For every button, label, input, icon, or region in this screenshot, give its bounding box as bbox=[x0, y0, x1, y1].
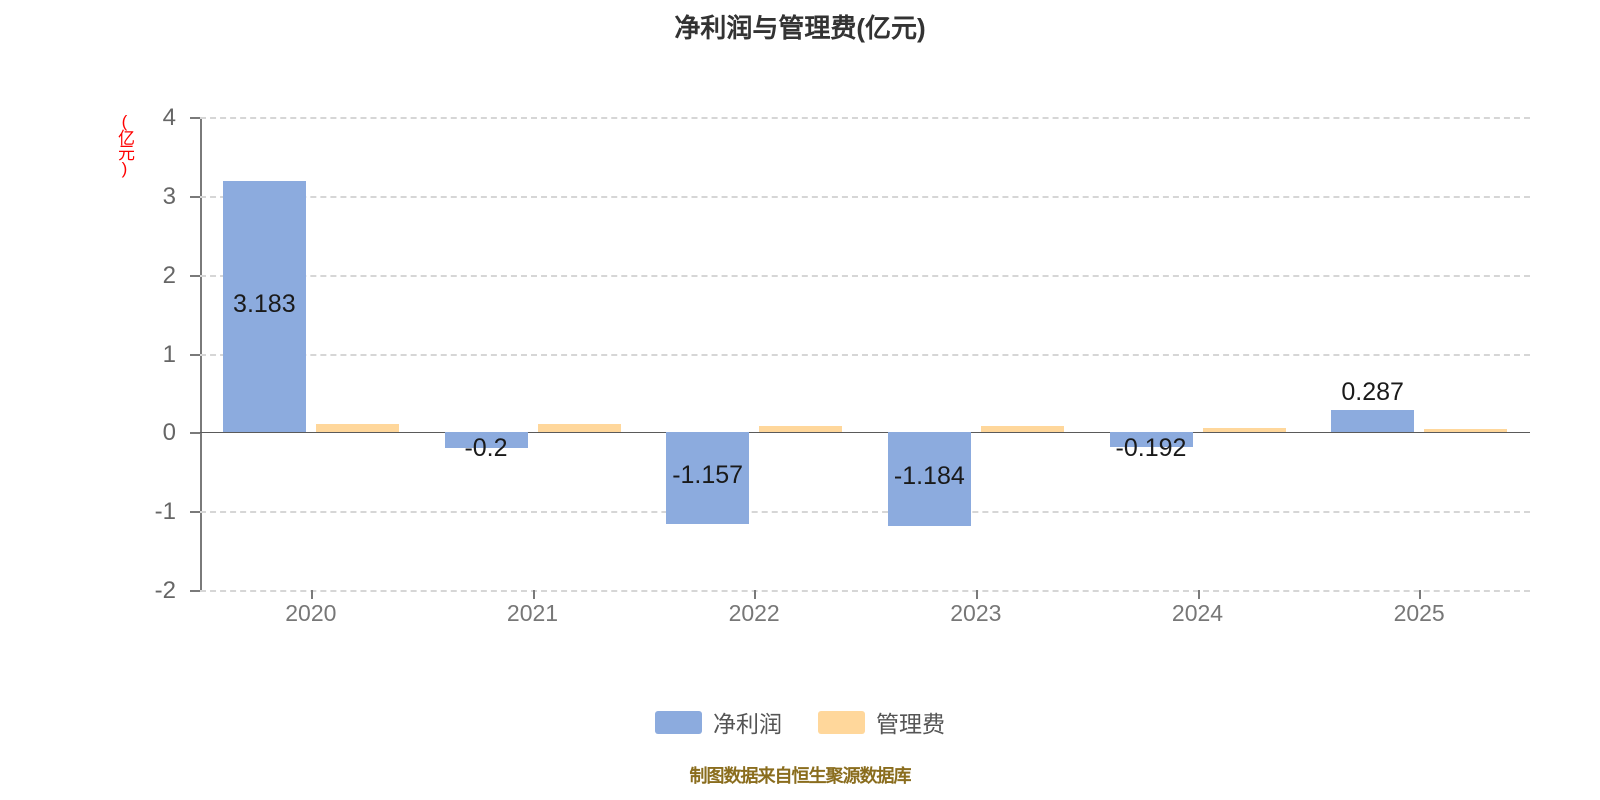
bar-label-profit-2024: -0.192 bbox=[1115, 434, 1187, 463]
x-tick-2020 bbox=[310, 590, 313, 599]
legend-swatch-profit bbox=[655, 710, 702, 734]
bar-expense-2025[interactable] bbox=[1424, 429, 1508, 433]
y-tick-4 bbox=[190, 117, 200, 119]
y-tick-label--2: -2 bbox=[154, 577, 176, 604]
bar-profit-2025[interactable] bbox=[1331, 409, 1415, 433]
legend-swatch-expense bbox=[818, 710, 865, 734]
bar-expense-2023[interactable] bbox=[980, 426, 1064, 433]
bar-label-profit-2023: -1.184 bbox=[893, 462, 965, 490]
x-tick-label-2020: 2020 bbox=[285, 600, 337, 626]
chart-legend: 净利润 管理费 bbox=[0, 705, 1600, 739]
bar-expense-2024[interactable] bbox=[1202, 428, 1286, 433]
gridline--2 bbox=[200, 590, 1530, 592]
y-tick-label-4: 4 bbox=[162, 104, 176, 131]
bar-expense-2020[interactable] bbox=[315, 424, 399, 433]
chart-title: 净利润与管理费(亿元) bbox=[674, 13, 926, 43]
bar-label-profit-2021: -0.2 bbox=[464, 434, 508, 463]
y-tick--2 bbox=[190, 590, 200, 592]
bar-profit-2022[interactable] bbox=[666, 432, 750, 524]
bar-label-profit-2020: 3.183 bbox=[233, 289, 296, 318]
legend-label-expense: 管理费 bbox=[876, 711, 945, 737]
x-tick-2025 bbox=[1419, 590, 1422, 599]
gridline-3 bbox=[200, 195, 1530, 198]
bar-profit-2020[interactable] bbox=[222, 181, 306, 433]
bar-expense-2022[interactable] bbox=[759, 425, 843, 433]
gridline-2 bbox=[200, 274, 1530, 277]
gridline--1 bbox=[200, 511, 1530, 514]
x-tick-label-2024: 2024 bbox=[1171, 600, 1224, 626]
legend-item-profit[interactable]: 净利润 bbox=[655, 705, 782, 739]
x-tick-label-2022: 2022 bbox=[728, 600, 780, 626]
y-tick-label-0: 0 bbox=[162, 419, 176, 447]
x-tick-2024 bbox=[1197, 590, 1200, 599]
y-tick-label-2: 2 bbox=[162, 261, 176, 289]
x-tick-2022 bbox=[754, 590, 757, 599]
legend-item-expense[interactable]: 管理费 bbox=[818, 705, 945, 739]
y-tick-0 bbox=[190, 432, 200, 435]
x-tick-label-2025: 2025 bbox=[1393, 600, 1445, 626]
bar-profit-2024[interactable] bbox=[1109, 432, 1193, 448]
y-tick-label-1: 1 bbox=[162, 340, 176, 368]
x-tick-label-2023: 2023 bbox=[950, 600, 1002, 626]
y-axis-title: (亿元) bbox=[115, 112, 134, 176]
y-tick-2 bbox=[190, 274, 200, 277]
gridline-1 bbox=[200, 353, 1530, 356]
source-note: 制图数据来自恒生聚源数据库 bbox=[689, 766, 912, 786]
bar-profit-2023[interactable] bbox=[887, 432, 971, 526]
bar-label-profit-2022: -1.157 bbox=[672, 460, 744, 489]
y-tick--1 bbox=[190, 511, 200, 514]
x-tick-label-2021: 2021 bbox=[506, 600, 559, 626]
legend-label-profit: 净利润 bbox=[713, 711, 782, 737]
gridline-4 bbox=[200, 117, 1530, 119]
bar-expense-2021[interactable] bbox=[537, 424, 621, 433]
y-tick-1 bbox=[190, 353, 200, 356]
x-tick-2021 bbox=[532, 590, 535, 599]
bar-profit-2021[interactable] bbox=[444, 432, 528, 449]
bar-label-profit-2025: 0.287 bbox=[1341, 377, 1404, 406]
y-tick-3 bbox=[190, 195, 200, 198]
x-tick-2023 bbox=[975, 590, 978, 599]
y-tick-label--1: -1 bbox=[154, 498, 176, 526]
gridline-0 bbox=[200, 432, 1530, 434]
y-tick-label-3: 3 bbox=[162, 182, 176, 210]
